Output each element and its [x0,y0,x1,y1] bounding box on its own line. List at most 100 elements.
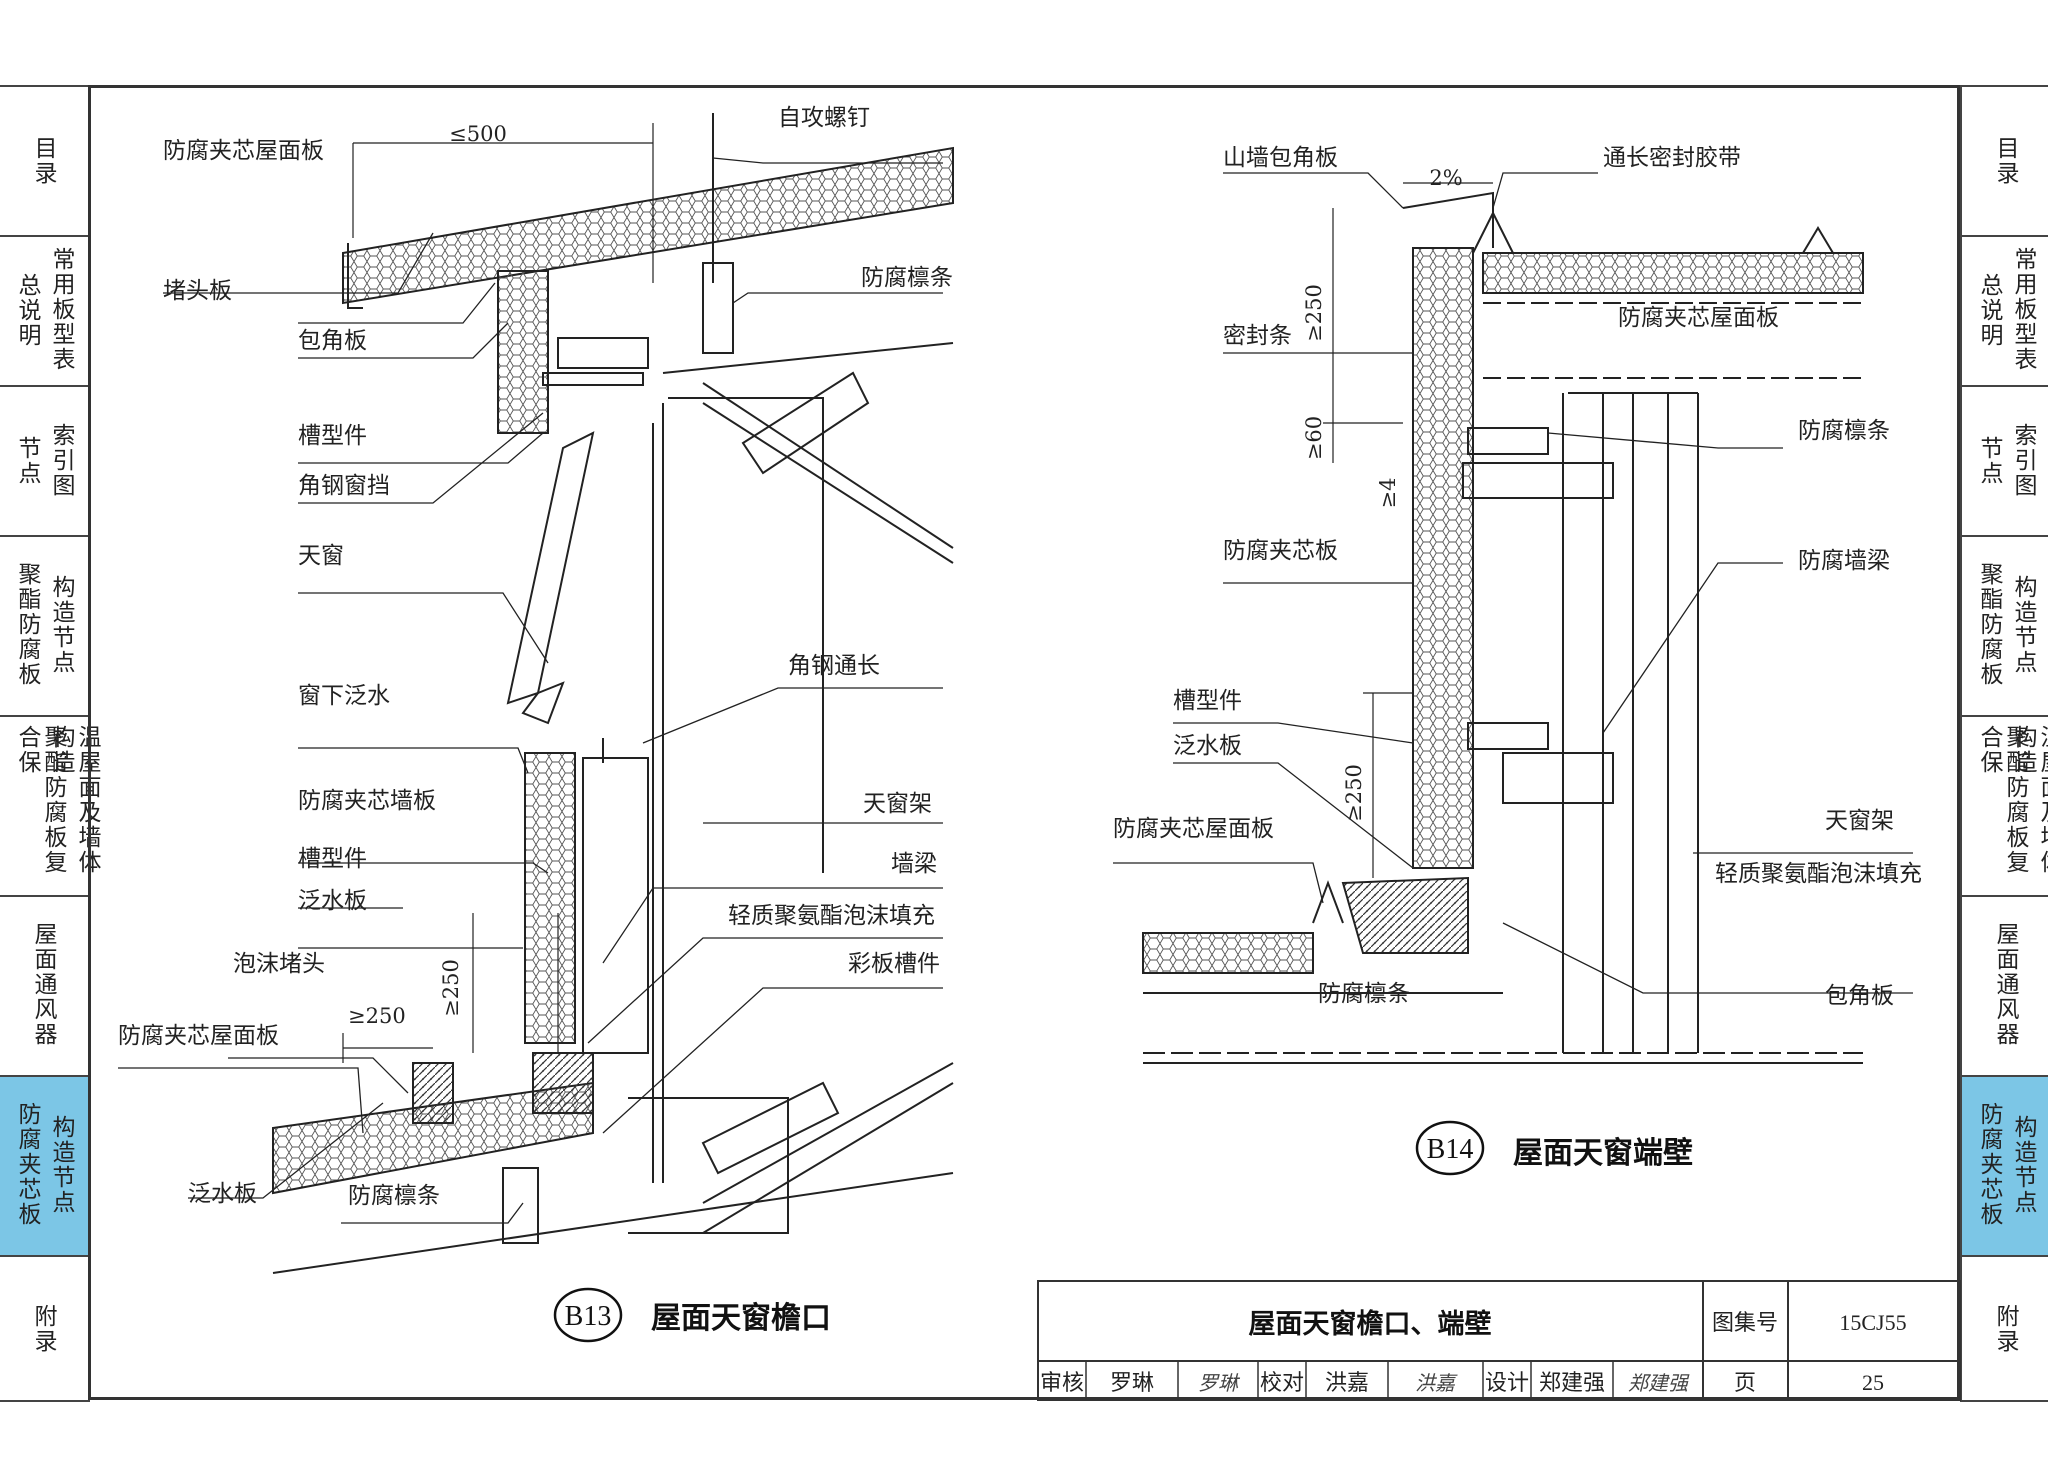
b14-geometry [1113,172,1913,1064]
label-sandwich-panel: 防腐夹芯板 [1223,538,1338,564]
label-frame: 天窗架 [863,791,932,817]
designer-signature: 郑建强 [1628,1371,1690,1395]
right-tab-appendix-label: 附录 [1992,1303,2018,1354]
page-number: 25 [1862,1370,1884,1395]
left-tab-general-label: 总说明 [14,273,40,348]
right-tab-general-label: 常用板型表 [2010,247,2036,372]
left-tab-pu[interactable]: 构造节点聚酯防腐板 [0,537,88,717]
design-label: 设计 [1485,1371,1529,1396]
left-tab-vent[interactable]: 屋面通风器 [0,897,88,1077]
right-tab-general-label: 总说明 [1976,273,2002,348]
left-tab-composite-label: 聚酯防腐板复合保 [14,725,66,875]
left-tab-vent-label: 屋面通风器 [30,922,56,1047]
right-tab-index[interactable]: 索引图节点 [1962,387,2048,537]
label-channel-mid: 槽型件 [298,846,367,872]
right-tab-index-label: 索引图 [2010,423,2036,498]
designer-name: 郑建强 [1539,1371,1605,1396]
b13-badge-ring [553,1287,623,1343]
left-tab-sandwich-label: 构造节点 [48,1115,74,1215]
label-roof-panel-low: 防腐夹芯屋面板 [118,1023,279,1049]
label-wall-panel: 防腐夹芯墙板 [298,788,436,814]
label-roof-panel-top: 防腐夹芯屋面板 [1618,305,1779,331]
right-tab-vent[interactable]: 屋面通风器 [1962,897,2048,1077]
left-tab-sandwich[interactable]: 构造节点防腐夹芯板 [0,1077,88,1257]
dim-250-b: ≥250 [348,1004,406,1028]
left-tab-appendix[interactable]: 附录 [0,1257,88,1402]
left-tab-contents-label: 目录 [30,136,56,186]
left-tab-composite[interactable]: 温屋面及墙体构造聚酯防腐板复合保 [0,717,100,897]
dim-250-a: ≥250 [439,959,463,1017]
label-sill-flashing: 窗下泛水 [298,683,390,709]
label-angle-stop: 角钢窗挡 [298,473,390,499]
dim-500: ≤500 [449,122,507,146]
right-tab-strip: 目录常用板型表总说明索引图节点构造节点聚酯防腐板温屋面及墙体构造聚酯防腐板复合保… [1960,85,2048,1402]
label-purlin-low: 防腐檩条 [348,1183,440,1209]
dim-2pct: 2% [1429,166,1462,190]
dim-4: ≥4 [1376,478,1400,509]
right-tab-contents[interactable]: 目录 [1962,87,2048,237]
left-tab-index[interactable]: 索引图节点 [0,387,88,537]
reviewer-signature: 罗琳 [1198,1371,1241,1395]
left-tab-index-label: 索引图 [48,423,74,498]
right-tab-sandwich[interactable]: 构造节点防腐夹芯板 [1962,1077,2048,1257]
label-color-channel: 彩板槽件 [848,951,940,977]
dim-250-b: ≥250 [1342,764,1366,822]
detail-drawing: 防腐夹芯屋面板 ≤500 自攻螺钉 堵头板 防腐檩条 包角板 槽型件 角钢窗挡 … [118,105,1961,1401]
label-wall-beam: 墙梁 [891,851,937,877]
label-purlin-low: 防腐檩条 [1318,981,1410,1007]
left-tab-general[interactable]: 常用板型表总说明 [0,237,88,387]
label-skylight: 天窗 [298,543,344,569]
right-tab-composite-label: 聚酯防腐板复合保 [1976,725,2028,875]
right-tab-index-label: 节点 [1976,436,2002,486]
label-seal-strip: 密封条 [1223,323,1292,349]
label-corner: 包角板 [1825,983,1894,1009]
right-tab-pu[interactable]: 构造节点聚酯防腐板 [1962,537,2048,717]
b13-title: 屋面天窗檐口 [651,1301,831,1336]
right-tab-composite-label: 温屋面及墙体构造 [2010,725,2048,875]
left-tab-index-label: 节点 [14,436,40,486]
page-label: 页 [1734,1371,1756,1396]
left-tab-composite-label: 温屋面及墙体构造 [48,725,100,875]
review-label: 审核 [1040,1371,1084,1396]
label-flashing-low: 泛水板 [188,1181,257,1207]
b14-badge: B14 [1427,1134,1474,1165]
b14-badge-ring [1415,1120,1485,1176]
label-purlin: 防腐檩条 [1798,418,1890,444]
label-channel-top: 槽型件 [298,423,367,449]
label-end-plate: 堵头板 [163,278,232,304]
left-tab-general-label: 常用板型表 [48,247,74,372]
label-screw: 自攻螺钉 [778,105,870,131]
b14-title: 屋面天窗端壁 [1513,1136,1693,1171]
label-foam-plug: 泡沫堵头 [233,951,325,977]
b13-geometry [118,113,954,1274]
left-tab-sandwich-label: 防腐夹芯板 [14,1102,40,1227]
right-tab-pu-label: 聚酯防腐板 [1976,562,2002,687]
b13-badge: B13 [565,1301,612,1332]
b14-caption: B14 屋面天窗端壁 [1415,1120,1693,1176]
label-frame: 天窗架 [1825,808,1894,834]
b13-caption: B13 屋面天窗檐口 [553,1287,831,1343]
right-tab-vent-label: 屋面通风器 [1992,922,2018,1047]
dim-60: ≥60 [1302,416,1326,460]
label-flashing-mid: 泛水板 [298,888,367,914]
check-label: 校对 [1260,1371,1304,1396]
left-tab-appendix-label: 附录 [30,1303,56,1354]
label-foam-fill: 轻质聚氨酯泡沫填充 [728,903,935,929]
right-tab-general[interactable]: 常用板型表总说明 [1962,237,2048,387]
label-angle-through: 角钢通长 [788,653,880,679]
label-roof-panel-top: 防腐夹芯屋面板 [163,138,324,164]
drawing-sheet: 防腐夹芯屋面板 ≤500 自攻螺钉 堵头板 防腐檩条 包角板 槽型件 角钢窗挡 … [88,85,1961,1401]
atlas-number: 15CJ55 [1839,1310,1906,1335]
reviewer-name: 罗琳 [1110,1371,1154,1396]
label-gable-corner: 山墙包角板 [1223,145,1338,171]
left-tab-contents[interactable]: 目录 [0,87,88,237]
left-tab-strip: 目录常用板型表总说明索引图节点构造节点聚酯防腐板温屋面及墙体构造聚酯防腐板复合保… [0,85,100,1402]
b13-labels: 防腐夹芯屋面板 ≤500 自攻螺钉 堵头板 防腐檩条 包角板 槽型件 角钢窗挡 … [118,105,953,1209]
checker-signature: 洪嘉 [1415,1371,1458,1395]
label-wall-beam: 防腐墙梁 [1798,548,1890,574]
right-tab-appendix[interactable]: 附录 [1962,1257,2048,1402]
right-tab-sandwich-label: 防腐夹芯板 [1976,1102,2002,1227]
label-foam-fill: 轻质聚氨酯泡沫填充 [1715,861,1922,887]
left-tab-pu-label: 聚酯防腐板 [14,562,40,687]
